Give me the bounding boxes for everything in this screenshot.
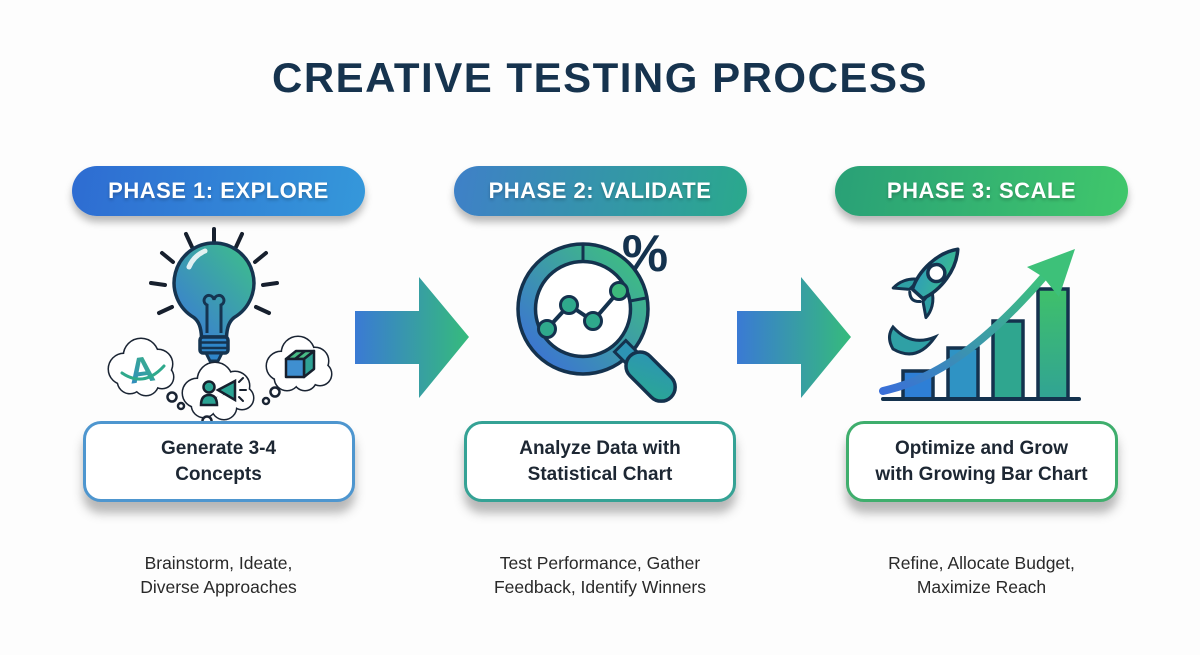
phase-1-caption-line2: Diverse Approaches (140, 576, 297, 597)
phase-3-caption: Refine, Allocate Budget, Maximize Reach (888, 552, 1075, 599)
phase-3-card-text: Optimize and Grow with Growing Bar Chart (875, 436, 1087, 487)
phase-3-caption-line1: Refine, Allocate Budget, (888, 553, 1075, 574)
package-box (284, 349, 315, 379)
phase-1-column: PHASE 1: EXPLORE (72, 166, 365, 600)
magnifier-ring (516, 242, 650, 376)
magnifier-chart-icon: % (495, 216, 705, 421)
thought-bubble-megaphone (181, 361, 254, 435)
megaphone (214, 378, 236, 403)
phase-2-card-line2: Statistical Chart (527, 463, 673, 485)
phase-2-column: PHASE 2: VALIDATE % (453, 166, 747, 600)
thought-bubble-logo: A (107, 337, 185, 411)
phase-2-badge: PHASE 2: VALIDATE (453, 166, 747, 216)
phase-1-badge-label: PHASE 1: EXPLORE (108, 178, 329, 203)
phase-1-badge: PHASE 1: EXPLORE (72, 166, 365, 216)
phase-2-caption-line1: Test Performance, Gather (499, 553, 701, 574)
phase-2-badge-label: PHASE 2: VALIDATE (488, 178, 712, 203)
logo-letter: A (126, 347, 157, 391)
phase-3-column: PHASE 3: SCALE (835, 166, 1128, 600)
phase-3-card-line1: Optimize and Grow (894, 438, 1069, 459)
phase-3-caption-line2: Maximize Reach (916, 576, 1047, 597)
phase-2-card-text: Analyze Data with Statistical Chart (519, 436, 681, 487)
growth-arrow (878, 249, 1075, 395)
magnifier-handle (612, 338, 677, 403)
sound-lines (237, 377, 247, 402)
page-title: CREATIVE TESTING PROCESS (272, 54, 928, 101)
bulb-filament (202, 293, 225, 333)
light-rays (148, 227, 279, 315)
phase-2-caption: Test Performance, Gather Feedback, Ident… (494, 552, 706, 599)
person-head (201, 380, 216, 394)
phase-3-card: Optimize and Grow with Growing Bar Chart (845, 421, 1118, 503)
phase-1-card-line1: Generate 3-4 (160, 438, 277, 459)
phase-2-card-line1: Analyze Data with (519, 438, 681, 459)
phase-1-caption: Brainstorm, Ideate, Diverse Approaches (140, 552, 297, 599)
exhaust-swirl (887, 324, 939, 356)
bulb-base (197, 335, 230, 363)
bulb-glass (171, 241, 256, 339)
phase-2-card: Analyze Data with Statistical Chart (464, 421, 736, 503)
phase-1-caption-line1: Brainstorm, Ideate, (144, 553, 293, 574)
phase-1-card-line2: Concepts (175, 463, 262, 485)
phase-1-card-text: Generate 3-4 Concepts (161, 436, 276, 487)
bulb-highlight (186, 248, 207, 270)
rocket-window (925, 262, 947, 284)
phases-row: PHASE 1: EXPLORE (0, 166, 1200, 600)
rocket-growth-icon (867, 216, 1097, 421)
phase-3-badge: PHASE 3: SCALE (835, 166, 1128, 216)
phase-3-card-line2: with Growing Bar Chart (875, 463, 1088, 485)
phase-3-badge-label: PHASE 3: SCALE (886, 178, 1077, 203)
flow-arrow-1-icon (355, 277, 469, 398)
person-body (199, 393, 218, 407)
lightbulb-ideation-icon: A (94, 216, 344, 435)
rocket (891, 247, 960, 320)
trend-line (537, 281, 629, 339)
phase-2-caption-line2: Feedback, Identify Winners (493, 576, 707, 597)
phase-1-card: Generate 3-4 Concepts (82, 421, 355, 503)
flow-arrow-2-icon (737, 277, 851, 398)
thought-bubble-package (261, 335, 332, 406)
